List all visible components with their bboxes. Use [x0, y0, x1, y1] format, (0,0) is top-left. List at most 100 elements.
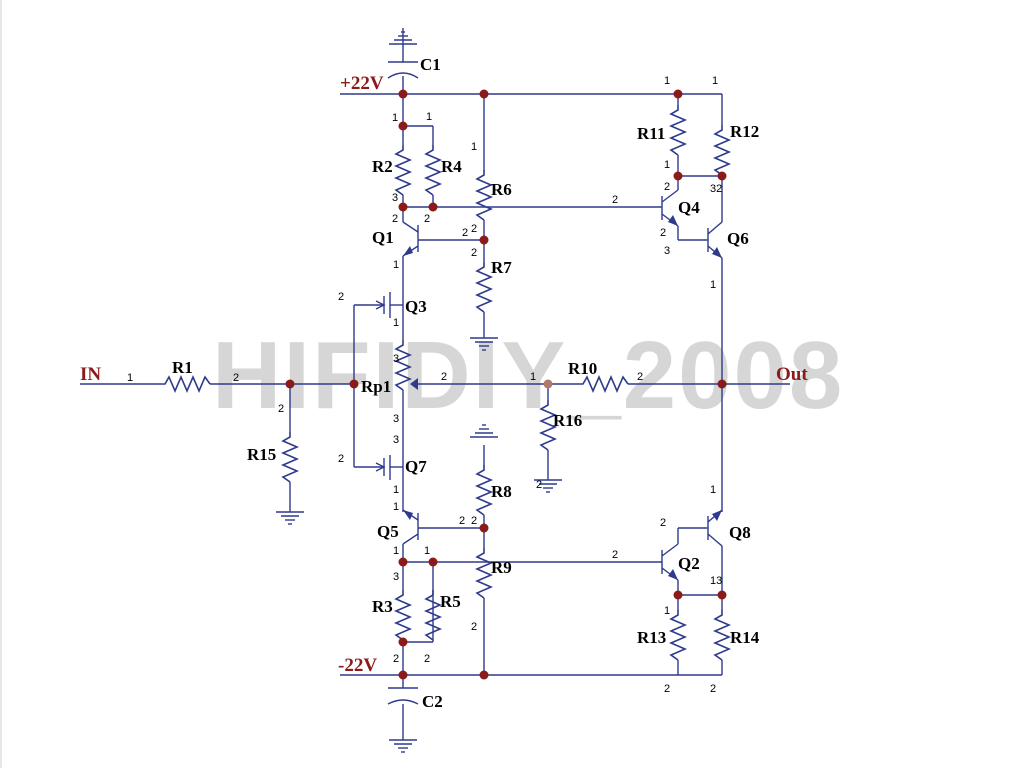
wires: [80, 28, 790, 740]
c2-label: C2: [422, 692, 443, 711]
r13-label: R13: [637, 628, 666, 647]
r5-label: R5: [440, 592, 461, 611]
junction-dot: [717, 379, 727, 389]
pin-number: 2: [233, 372, 239, 384]
pin-number: 1: [710, 279, 716, 291]
pin-number: 2: [664, 683, 670, 695]
c1-label: C1: [420, 55, 441, 74]
pin-number: 2: [660, 227, 666, 239]
r11-label: R11: [637, 124, 665, 143]
pin-number: 2: [462, 227, 468, 239]
transistor-arrows: [403, 215, 722, 580]
pin-number: 2: [393, 653, 399, 665]
pin-number: 1: [393, 545, 399, 557]
r14-body: [714, 609, 730, 661]
pin-number: 1: [393, 259, 399, 271]
pin-number: 1: [392, 112, 398, 124]
pin-number: 2: [536, 479, 542, 491]
q6-emitter-arrow: [712, 247, 722, 258]
junction-dot: [717, 590, 727, 600]
negative-rail-label: -22V: [338, 655, 377, 676]
q6-label: Q6: [727, 229, 749, 248]
pin-number: 2: [710, 683, 716, 695]
junction-dot: [285, 379, 295, 389]
r2-body: [395, 144, 411, 196]
r6-body: [476, 169, 492, 221]
pin-number: 2: [471, 247, 477, 259]
junction-dot: [398, 637, 408, 647]
r16-label: R16: [553, 411, 582, 430]
pin-number: 2: [338, 291, 344, 303]
r15-ground-icon: [275, 511, 305, 525]
pin-number: 2: [664, 181, 670, 193]
pin-number: 2: [637, 371, 643, 383]
rp1-label: Rp1: [361, 377, 391, 396]
q8-label: Q8: [729, 523, 751, 542]
pin-number: 3: [392, 192, 398, 204]
q5-label: Q5: [377, 522, 399, 541]
pin-number: 32: [710, 183, 722, 195]
q4-label: Q4: [678, 198, 700, 217]
junction-dot: [673, 171, 683, 181]
q2-label: Q2: [678, 554, 700, 573]
pin-number: 1: [393, 501, 399, 513]
junction-dot: [543, 379, 553, 389]
pin-number: 1: [664, 159, 670, 171]
pin-number: 1: [424, 545, 430, 557]
capacitor-plates: [387, 61, 419, 705]
junction-dots: [285, 89, 727, 680]
pin-number: 2: [660, 517, 666, 529]
c1-plate-bottom: [387, 72, 419, 79]
pin-numbers: 1 2 1 1 3 2 2 1 2 2 2 1 2 1 3 3 2 2 2 3 …: [127, 75, 722, 695]
r13-body: [670, 609, 686, 661]
pin-number: 2: [612, 194, 618, 206]
junction-dot: [479, 523, 489, 533]
junction-dot: [673, 89, 683, 99]
c2-plate-bottom: [387, 699, 419, 705]
pin-number: 2: [471, 223, 477, 235]
pin-number: 3: [393, 353, 399, 365]
pin-number: 13: [710, 575, 722, 587]
pin-number: 3: [393, 413, 399, 425]
r10-label: R10: [568, 359, 597, 378]
q4-emitter-arrow: [668, 215, 678, 226]
rail-labels: +22V -22V IN Out: [80, 73, 808, 676]
r8-body: [476, 464, 492, 516]
q3-label: Q3: [405, 297, 427, 316]
junction-dot: [398, 557, 408, 567]
pin-number: 2: [424, 213, 430, 225]
r8-label: R8: [491, 482, 512, 501]
pin-number: 1: [664, 75, 670, 87]
junction-dot: [398, 202, 408, 212]
r1-label: R1: [172, 358, 193, 377]
c2-ground-icon: [388, 739, 418, 753]
junction-dot: [398, 670, 408, 680]
r11-body: [670, 104, 686, 156]
pin-number: 1: [712, 75, 718, 87]
pin-number: 2: [459, 515, 465, 527]
junction-dot: [479, 235, 489, 245]
q8-emitter-arrow: [712, 510, 722, 521]
r14-label: R14: [730, 628, 760, 647]
q5-emitter-arrow: [403, 510, 413, 520]
r3-body: [395, 589, 411, 641]
r1-body: [159, 376, 211, 392]
r6-label: R6: [491, 180, 512, 199]
pin-number: 1: [664, 605, 670, 617]
pin-number: 2: [441, 371, 447, 383]
r4-body: [425, 144, 441, 196]
output-port-label: Out: [776, 364, 808, 385]
pin-number: 2: [471, 621, 477, 633]
junction-dot: [479, 89, 489, 99]
junction-dot: [717, 171, 727, 181]
pin-number: 1: [471, 141, 477, 153]
junction-dot: [428, 557, 438, 567]
pin-number: 2: [392, 213, 398, 225]
r12-label: R12: [730, 122, 759, 141]
rp1-wiper-arrow: [410, 378, 418, 390]
r3-label: R3: [372, 597, 393, 616]
pin-number: 3: [393, 434, 399, 446]
pin-number: 1: [426, 111, 432, 123]
input-port-label: IN: [80, 364, 101, 385]
pin-number: 2: [612, 549, 618, 561]
